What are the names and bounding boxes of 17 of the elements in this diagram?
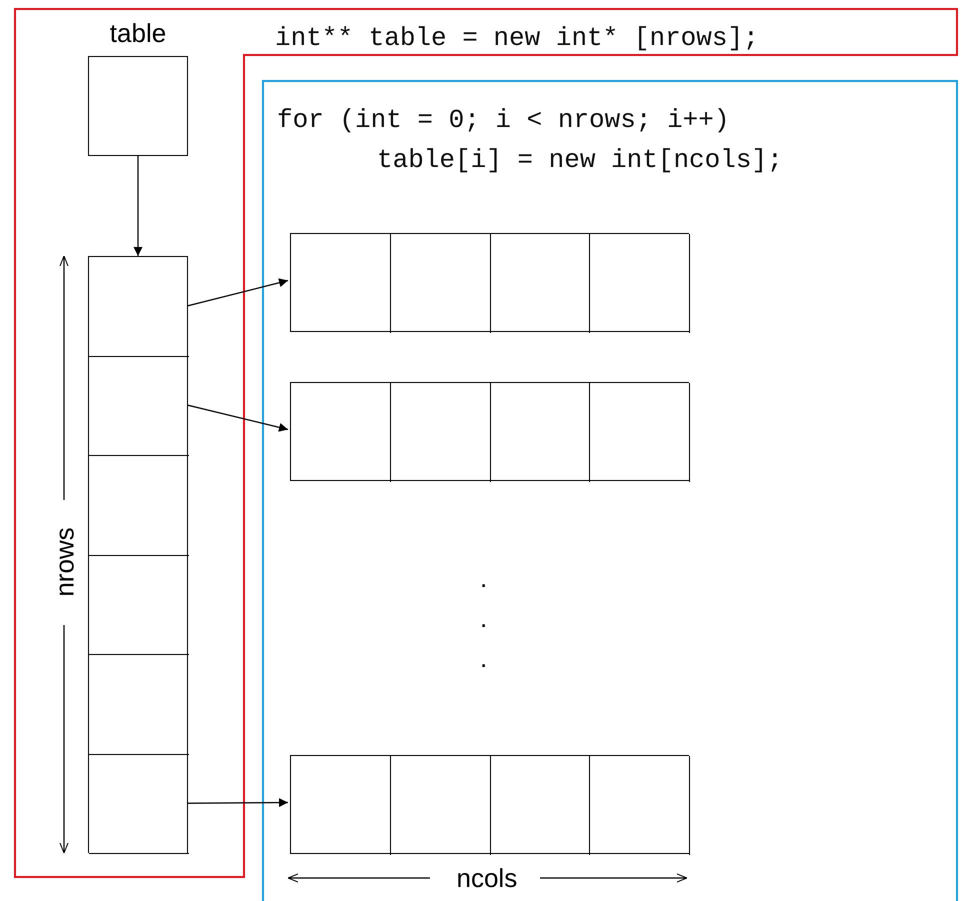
ellipsis-dot: .: [480, 563, 488, 593]
arrow: [188, 404, 288, 432]
dimension-label: nrows: [49, 527, 80, 597]
row-array: [290, 755, 689, 854]
arrow: [134, 156, 142, 256]
ellipsis-dot: .: [480, 643, 488, 673]
row-array: [290, 233, 689, 332]
dimension-label: ncols: [456, 863, 518, 893]
row-array: [290, 382, 689, 481]
code-text: int** table = new int* [nrows];: [275, 22, 759, 55]
code-text: for (int = 0; i < nrows; i++) table[i] = new int[ncols];: [277, 104, 784, 177]
variable-label: table: [108, 17, 168, 50]
pointer-array: [88, 256, 188, 853]
ellipsis-dot: .: [480, 603, 488, 633]
code-region: [262, 80, 958, 901]
arrow: [188, 798, 288, 808]
arrow: [188, 278, 288, 306]
